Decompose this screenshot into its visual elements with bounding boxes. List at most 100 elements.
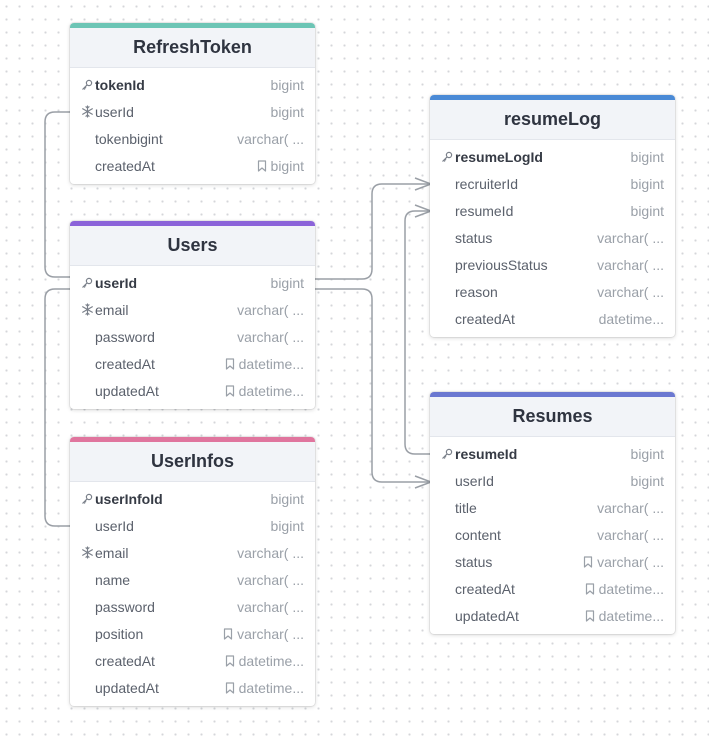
field-type: varchar( ... xyxy=(237,302,304,318)
table-title: Users xyxy=(70,226,315,266)
field-type-text: bigint xyxy=(270,517,304,534)
bookmark-icon xyxy=(257,159,267,172)
field-row-status[interactable]: status varchar( ... xyxy=(430,548,675,575)
field-type-text: bigint xyxy=(630,445,664,462)
field-type: varchar( ... xyxy=(237,329,304,345)
table-accent xyxy=(70,437,315,442)
field-type-text: bigint xyxy=(270,157,304,174)
field-name: position xyxy=(95,625,144,642)
key-icon xyxy=(80,277,94,289)
field-type: datetime... xyxy=(225,653,304,669)
key-icon xyxy=(80,493,94,505)
field-name: password xyxy=(95,598,155,615)
bookmark-icon xyxy=(225,654,235,667)
edge-users-refreshtoken xyxy=(44,111,70,278)
field-name: createdAt xyxy=(455,580,515,597)
field-type-text: bigint xyxy=(630,202,664,219)
field-name: userInfoId xyxy=(95,490,163,507)
field-name: status xyxy=(455,553,493,570)
field-row-password[interactable]: password varchar( ... xyxy=(70,593,315,620)
key-icon xyxy=(440,151,454,163)
edge-resumes-resumelog-crowfoot xyxy=(414,204,434,218)
edge-users-resumelog-crowfoot xyxy=(414,177,434,191)
field-type-text: datetime... xyxy=(238,355,304,372)
table-accent xyxy=(70,221,315,226)
snowflake-icon xyxy=(80,546,94,559)
field-type-text: datetime... xyxy=(598,607,664,624)
field-row-createdat[interactable]: createdAt datetime... xyxy=(70,350,315,377)
field-name: resumeLogId xyxy=(455,148,543,165)
field-name: userId xyxy=(95,103,134,120)
table-title: UserInfos xyxy=(70,442,315,482)
field-name: name xyxy=(95,571,131,588)
field-name: createdAt xyxy=(95,652,155,669)
field-type-text: bigint xyxy=(630,175,664,192)
field-name: createdAt xyxy=(95,355,155,372)
field-name: createdAt xyxy=(455,310,515,327)
field-type: varchar( ... xyxy=(597,284,664,300)
field-type: varchar( ... xyxy=(237,545,304,561)
field-type-text: bigint xyxy=(270,76,304,93)
field-row-createdat[interactable]: createdAt datetime... xyxy=(430,575,675,602)
field-row-resumeid[interactable]: resumeId bigint xyxy=(430,197,675,224)
field-name: resumeId xyxy=(455,202,514,219)
edge-users-userinfos xyxy=(44,288,70,527)
field-type: datetime... xyxy=(225,383,304,399)
field-row-createdat[interactable]: createdAt datetime... xyxy=(70,647,315,674)
bookmark-icon xyxy=(583,555,593,568)
field-type-text: datetime... xyxy=(238,382,304,399)
field-type-text: varchar( ... xyxy=(597,499,664,516)
field-type-text: varchar( ... xyxy=(597,526,664,543)
field-row-createdat[interactable]: createdAt datetime... xyxy=(430,305,675,332)
field-type: varchar( ... xyxy=(237,599,304,615)
field-row-reason[interactable]: reason varchar( ... xyxy=(430,278,675,305)
field-type: bigint xyxy=(271,77,304,93)
field-name: userId xyxy=(95,274,138,291)
field-type-text: varchar( ... xyxy=(237,544,304,561)
bookmark-icon xyxy=(223,627,233,640)
field-name: reason xyxy=(455,283,498,300)
field-name: tokenbigint xyxy=(95,130,163,147)
field-type-text: varchar( ... xyxy=(597,283,664,300)
snowflake-icon xyxy=(80,105,94,118)
edge-users-resumelog xyxy=(315,183,431,280)
field-type-text: datetime... xyxy=(598,310,664,327)
field-type-text: varchar( ... xyxy=(597,553,664,570)
field-name: previousStatus xyxy=(455,256,548,273)
field-type: datetime... xyxy=(585,581,664,597)
field-type: bigint xyxy=(631,203,664,219)
field-row-position[interactable]: position varchar( ... xyxy=(70,620,315,647)
bookmark-icon xyxy=(585,609,595,622)
snowflake-icon xyxy=(80,303,94,316)
field-type-text: varchar( ... xyxy=(237,625,304,642)
field-name: status xyxy=(455,229,493,246)
